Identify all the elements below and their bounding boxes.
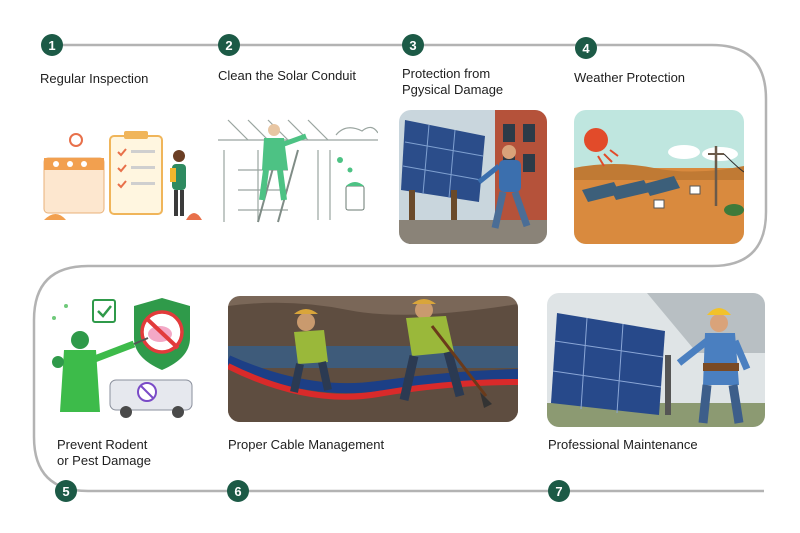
- clean-conduit-illustration: [218, 110, 378, 228]
- step-4-number: 4: [575, 37, 597, 59]
- professional-maintenance-illustration: [547, 293, 765, 427]
- step-6-label: Proper Cable Management: [228, 437, 385, 452]
- cable-management-illustration: [228, 296, 518, 422]
- step-7-number: 7: [548, 480, 570, 502]
- physical-damage-illustration: [399, 110, 547, 244]
- step-2-label: Clean the Solar Conduit: [218, 68, 357, 83]
- step-7-label: Professional Maintenance: [548, 437, 698, 452]
- step-1-number: 1: [41, 34, 63, 56]
- weather-illustration: [574, 110, 744, 244]
- step-3-label: Protection from Pgysical Damage: [402, 66, 504, 97]
- step-4-label: Weather Protection: [574, 70, 686, 85]
- step-2-number: 2: [218, 34, 240, 56]
- step-5-number: 5: [55, 480, 77, 502]
- step-1-label: Regular Inspection: [40, 71, 149, 86]
- pest-control-illustration: [52, 292, 197, 424]
- step-6-number: 6: [227, 480, 249, 502]
- step-5-label: Prevent Rodent or Pest Damage: [57, 437, 151, 468]
- step-3-number: 3: [402, 34, 424, 56]
- inspection-illustration: [36, 128, 202, 228]
